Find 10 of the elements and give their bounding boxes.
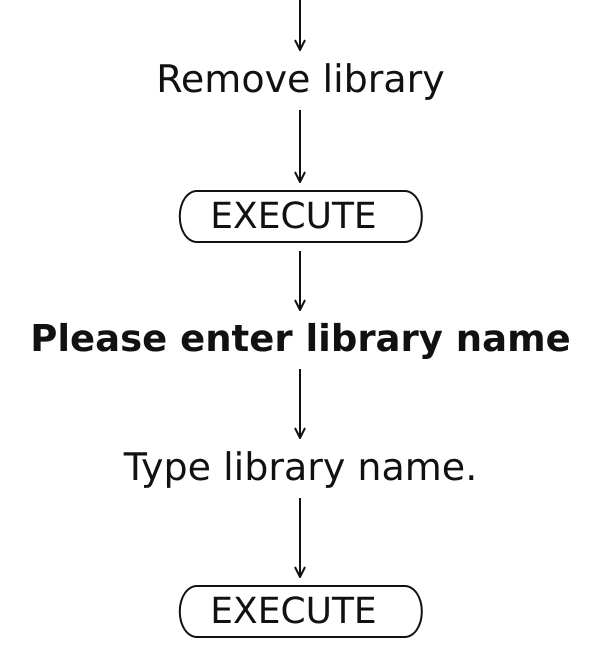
arrow [294,251,306,311]
arrow [294,369,306,439]
step-text: Remove library [156,58,445,102]
execute-key: EXECUTE [178,190,423,244]
arrow [294,498,306,578]
execute-key: EXECUTE [178,585,423,638]
step-text: Type library name. [124,446,478,490]
prompt-text: Please enter library name [30,318,571,361]
arrow [294,0,306,51]
arrow [294,110,306,183]
